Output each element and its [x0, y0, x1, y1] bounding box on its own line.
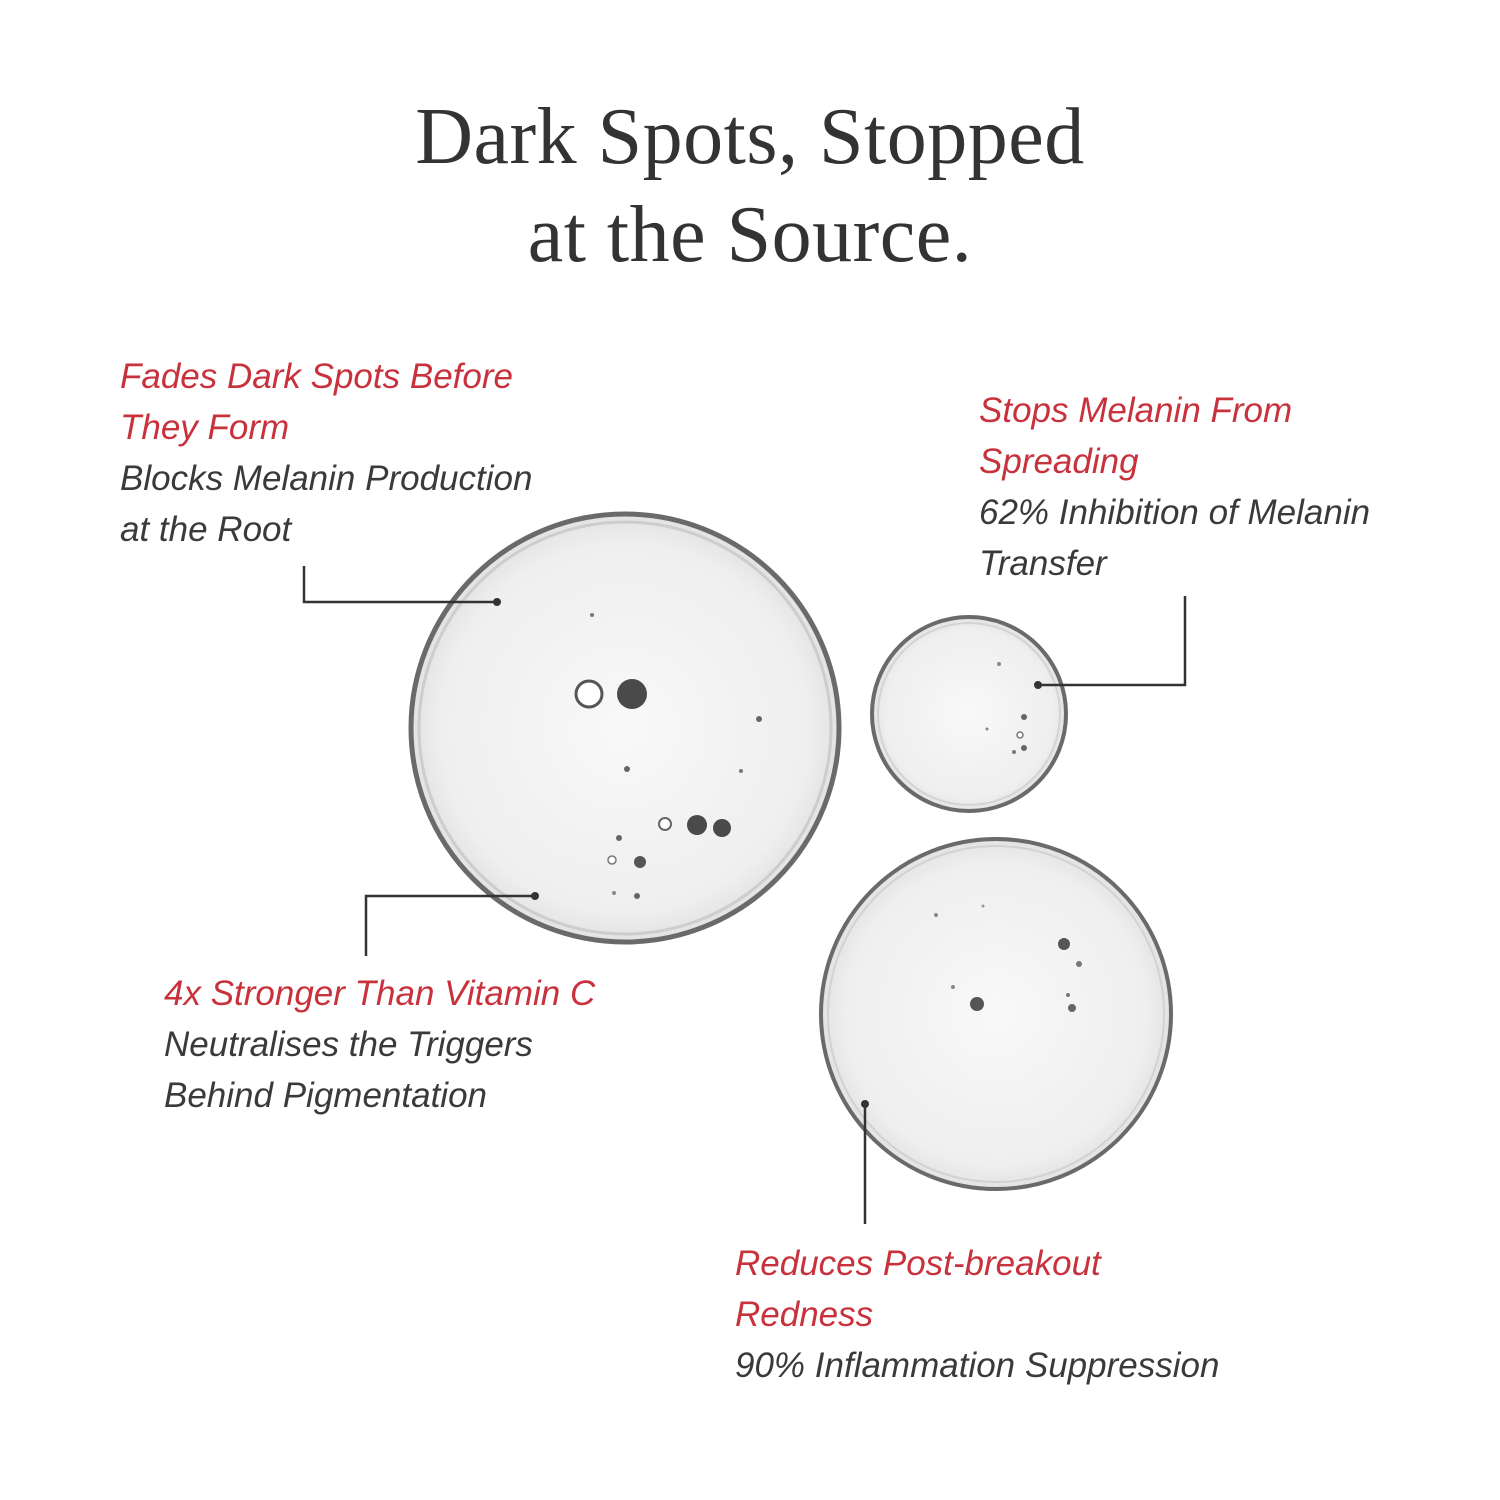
callout-fades-dark-spots: Fades Dark Spots Before They Form Blocks… — [120, 351, 532, 555]
callout-description: Neutralises the Triggers — [164, 1025, 533, 1064]
callout-title: Reduces Post-breakout — [735, 1244, 1101, 1283]
headline-line-1: Dark Spots, Stopped — [415, 93, 1085, 181]
medium-serum-droplet — [819, 837, 1173, 1191]
callout-description: Behind Pigmentation — [164, 1076, 487, 1115]
callout-title: Stops Melanin From — [979, 391, 1293, 430]
callout-title: Spreading — [979, 442, 1139, 481]
leader-line-reduces — [861, 1100, 869, 1224]
leader-line-stronger — [364, 892, 539, 956]
headline: Dark Spots, Stopped at the Source. — [0, 88, 1500, 284]
callout-reduces-redness: Reduces Post-breakout Redness 90% Inflam… — [735, 1238, 1219, 1391]
leader-line-fades — [302, 566, 501, 606]
callout-title: Fades Dark Spots Before — [120, 357, 513, 396]
callout-description: Transfer — [979, 544, 1107, 583]
callout-stops-melanin: Stops Melanin From Spreading 62% Inhibit… — [979, 385, 1370, 589]
callout-description: 62% Inhibition of Melanin — [979, 493, 1371, 532]
small-serum-droplet — [870, 615, 1068, 813]
callout-description: 90% Inflammation Suppression — [735, 1346, 1220, 1385]
callout-description: Blocks Melanin Production — [120, 459, 533, 498]
headline-line-2: at the Source. — [527, 191, 973, 279]
callout-description: at the Root — [120, 510, 292, 549]
callout-title: Redness — [735, 1295, 874, 1334]
leader-line-stops — [1034, 596, 1187, 689]
callout-title: 4x Stronger Than Vitamin C — [164, 974, 596, 1013]
large-serum-droplet — [408, 511, 842, 945]
callout-stronger-than-vitamin-c: 4x Stronger Than Vitamin C Neutralises t… — [164, 968, 595, 1121]
callout-title: They Form — [120, 408, 290, 447]
